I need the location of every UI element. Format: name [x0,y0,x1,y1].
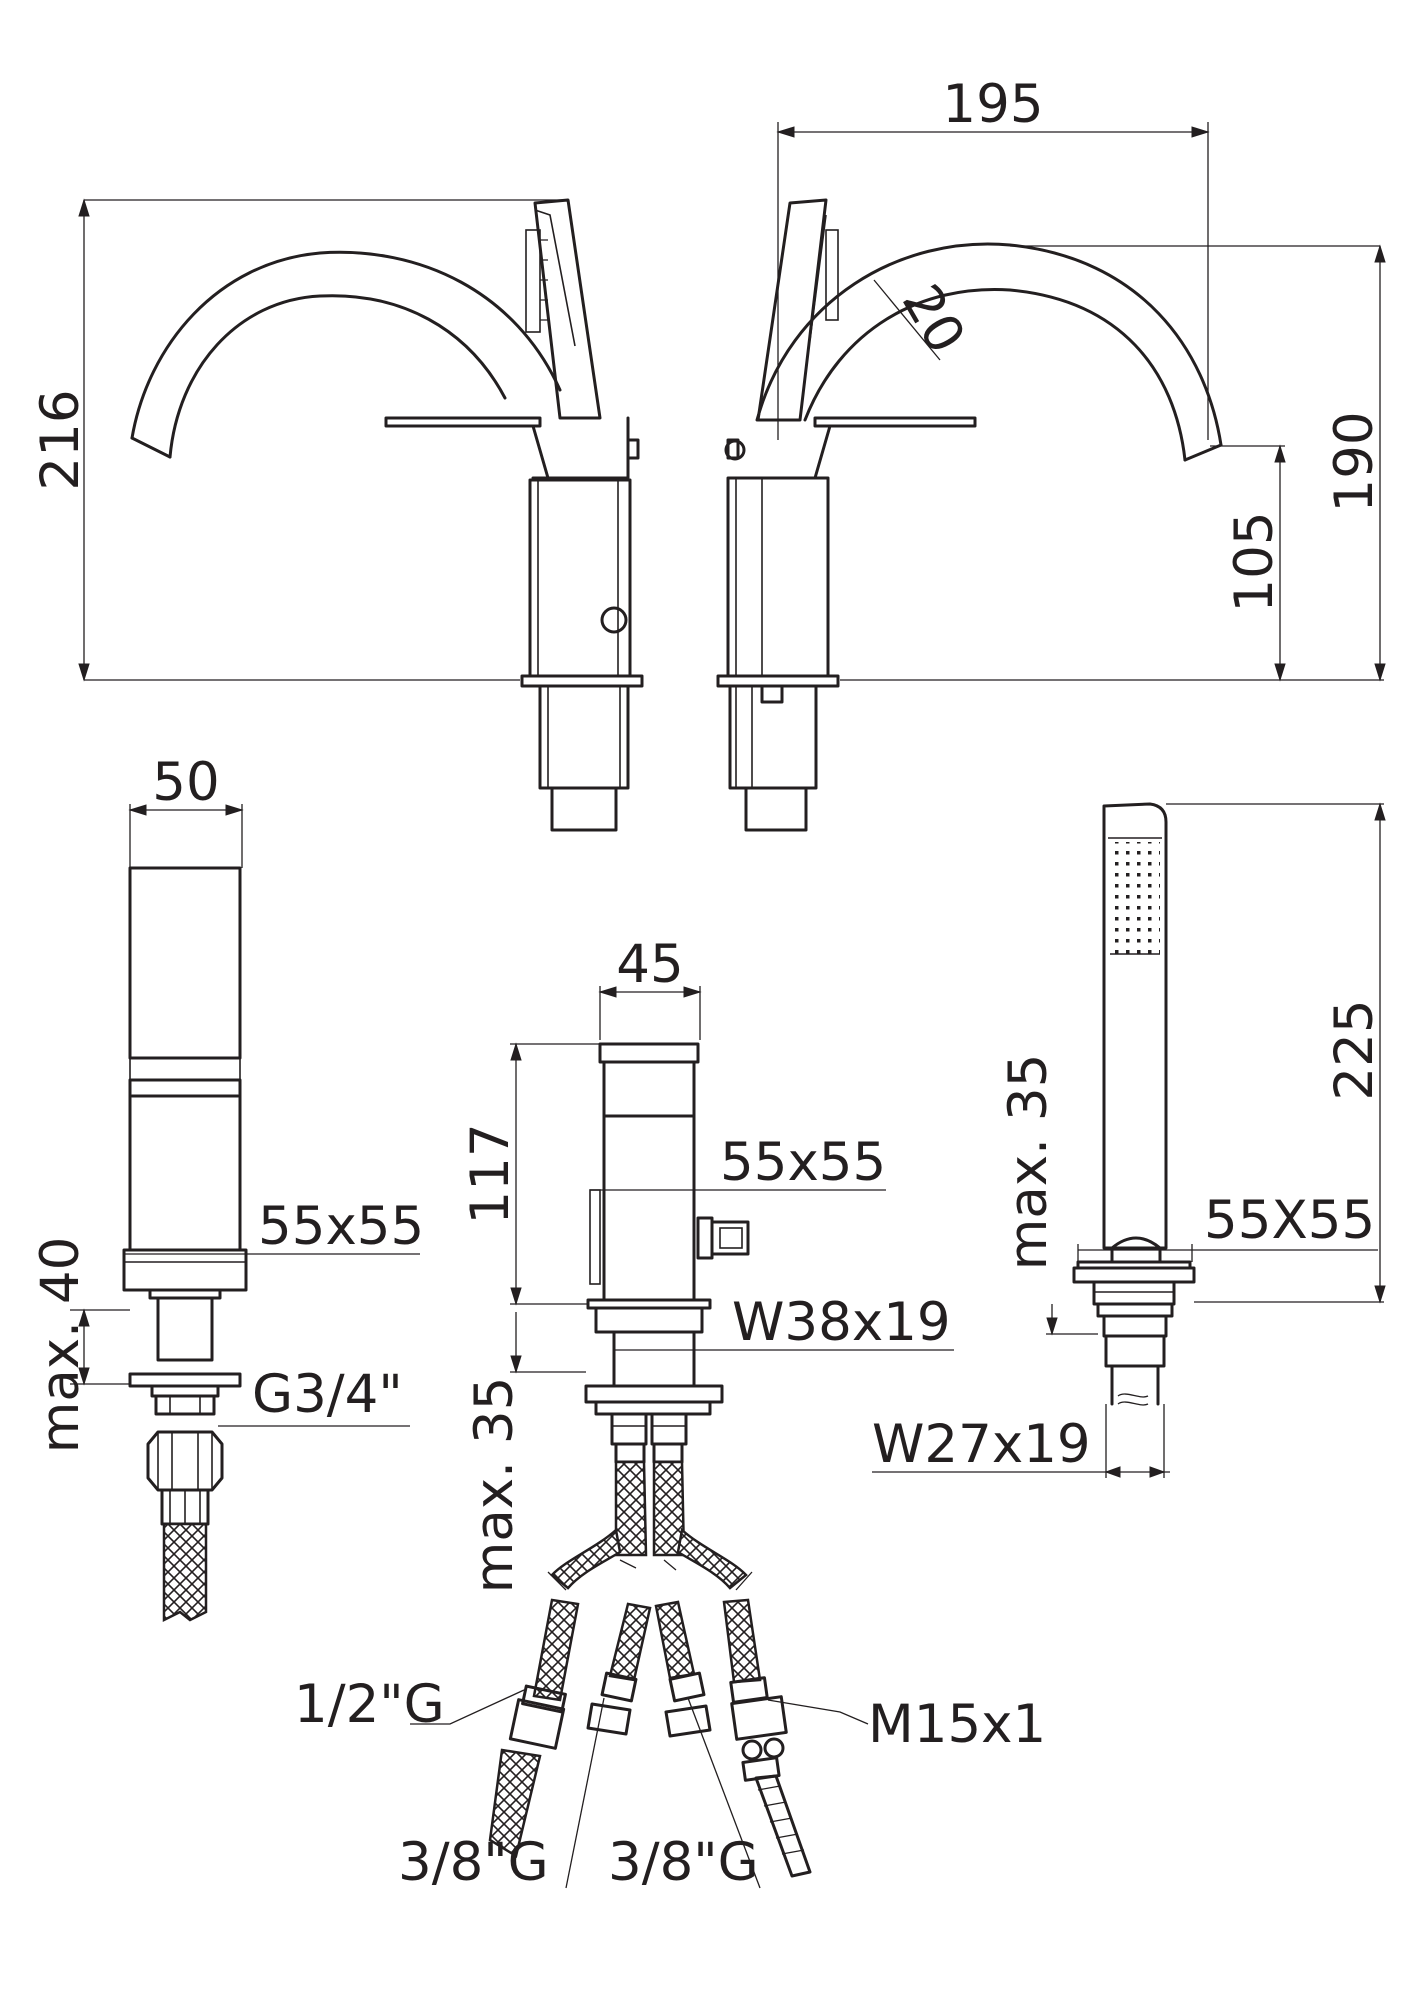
hose-three-eighths-a-label: 3/8"G [398,1832,549,1893]
handshower-view [1072,802,1196,1406]
hose-three-eighths-b [654,1600,712,1738]
spout-view-left [130,198,644,832]
dim-45-label: 45 [616,934,683,995]
hose-half-inch [488,1598,580,1858]
dim-20-label: 20 [890,275,977,364]
hose-metric-label: M15x1 [868,1694,1046,1755]
dim-max40-label: max. 40 [30,1237,91,1454]
dim-max35-right-label: max. 35 [998,1054,1059,1271]
dim-w38x19-label: W38x19 [732,1292,951,1353]
hose-three-eighths-b-label: 3/8"G [608,1832,759,1893]
spout-view-right [716,198,1223,832]
dimension-lines [70,122,1384,1889]
hose-metric [722,1598,812,1878]
dim-right-55x55-label: 55X55 [1204,1190,1375,1251]
dim-117-label: 117 [460,1123,521,1224]
dim-190-label: 190 [1324,411,1385,512]
body-front-view [122,866,248,1623]
dim-g34-label: G3/4" [252,1364,403,1425]
hose-half-inch-label: 1/2"G [294,1674,445,1735]
dimension-arrowheads [78,126,1386,1478]
dim-105-label: 105 [1224,511,1285,612]
dim-216-label: 216 [30,389,91,490]
diverter-front-view [488,1042,812,1878]
dim-max35-center-label: max. 35 [464,1377,525,1594]
dim-195-label: 195 [942,74,1043,135]
dim-center-55x55-label: 55x55 [720,1132,886,1193]
dim-left-55x55-label: 55x55 [258,1196,424,1257]
dim-w27x19-label: W27x19 [872,1414,1091,1475]
hose-three-eighths-a [586,1602,652,1736]
dimension-labels: 195 216 190 105 20 50 55x55 max. 40 G3/4… [30,74,1385,1893]
dim-50-label: 50 [152,752,219,813]
dim-225-label: 225 [1324,999,1385,1100]
